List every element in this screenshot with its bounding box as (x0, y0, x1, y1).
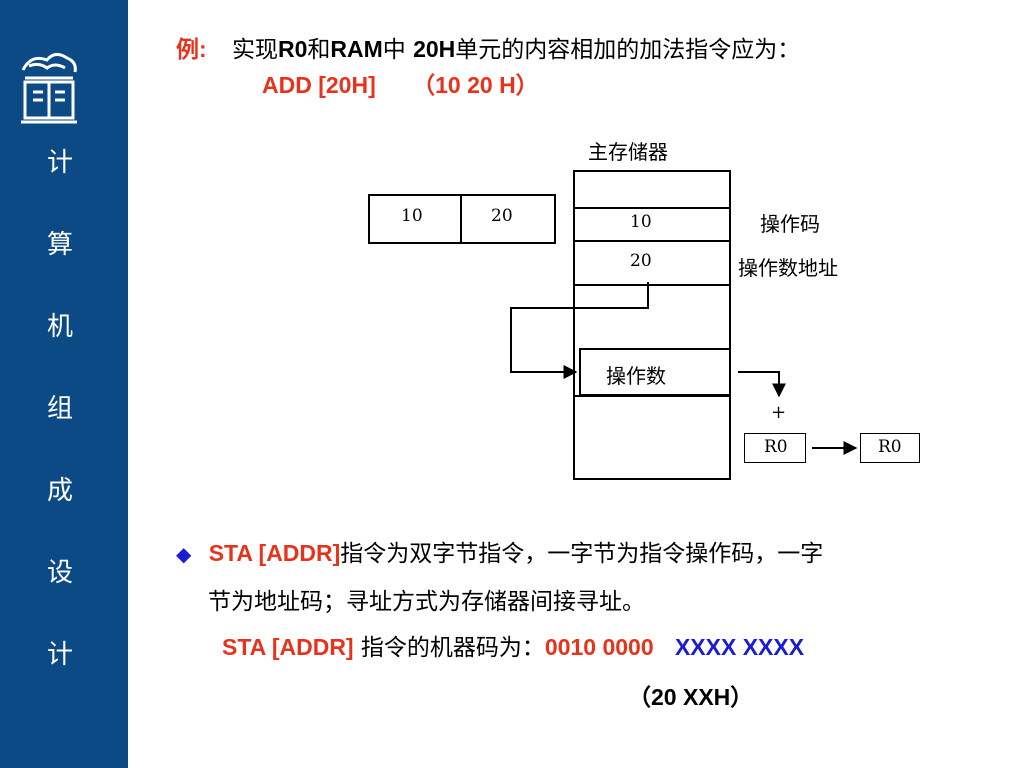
vertical-title: 计 算 机 组 成 设 计 (42, 142, 78, 716)
operand-address-label: 操作数地址 (738, 256, 838, 280)
sta-code-blue: XXXX XXXX (674, 634, 805, 660)
sidebar: 计 算 机 组 成 设 计 (0, 0, 128, 768)
plus-sign: + (771, 402, 787, 423)
sta-desc-2: 节为地址码；寻址方式为存储器间接寻址。 (208, 589, 645, 615)
memory-title: 主存储器 (588, 140, 668, 164)
register-r0-source (744, 433, 806, 463)
example-text-1: 实现 (231, 37, 278, 63)
add-instruction: ADD [20H] (262, 72, 376, 98)
title-char: 成 (46, 476, 73, 506)
add-machine-code: （10 20 H） (412, 72, 539, 98)
sta-instr: STA [ADDR] (208, 540, 341, 566)
example-line: 例: 实现R0和RAM中 20H单元的内容相加的加法指令应为： (176, 30, 800, 64)
mem-divider (573, 395, 731, 397)
sta-line3-text: 指令的机器码为： (353, 635, 545, 661)
operand-to-adder-arrow (738, 371, 786, 398)
example-text-6: 20H (413, 36, 456, 62)
register-r0-dest (860, 433, 920, 463)
mem-divider (573, 284, 731, 286)
mem-addr-value: 20 (630, 251, 652, 271)
diamond-bullet-icon: ◆ (176, 542, 192, 566)
title-char: 计 (46, 640, 73, 670)
instr-opcode-value: 10 (401, 206, 423, 226)
register-r0-source-label: R0 (764, 437, 788, 457)
mem-divider (573, 207, 731, 209)
example-text-4: RAM (330, 36, 383, 62)
instruction-line: ADD [20H] （10 20 H） (262, 66, 539, 100)
title-char: 计 (46, 148, 73, 178)
opcode-label: 操作码 (760, 212, 820, 236)
example-text-3: 和 (307, 37, 331, 63)
sta-line-2: 节为地址码；寻址方式为存储器间接寻址。 (208, 582, 645, 616)
operand-label: 操作数 (606, 364, 666, 388)
example-text-2: R0 (277, 36, 308, 62)
sta-desc-1: 指令为双字节指令，一字节为指令操作码，一字 (340, 541, 824, 567)
title-char: 设 (46, 558, 73, 588)
title-char: 算 (46, 230, 73, 260)
example-label: 例: (176, 36, 207, 62)
operand-cell (579, 348, 731, 396)
dragon-book-emblem-icon (21, 53, 77, 124)
instr-addr-cell (460, 194, 556, 244)
indirect-address-arrow (510, 282, 649, 379)
sta-line-3: STA [ADDR] 指令的机器码为：0010 0000 XXXX XXXX (222, 628, 804, 662)
sta-code-red: 0010 0000 (544, 634, 654, 660)
sta-code-hex: （20 XXH） (628, 684, 754, 710)
instr-addr-value: 20 (491, 206, 513, 226)
register-r0-dest-label: R0 (878, 437, 902, 457)
mem-divider (573, 240, 731, 242)
memory-block (573, 170, 731, 480)
title-char: 组 (46, 394, 73, 424)
sta-line-1: ◆ STA [ADDR]指令为双字节指令，一字节为指令操作码，一字 (176, 534, 823, 568)
title-char: 机 (46, 312, 73, 342)
mem-opcode-value: 10 (630, 212, 652, 232)
sta-line3-instr: STA [ADDR] (222, 634, 354, 660)
example-text-7: 单元的内容相加的加法指令应为： (455, 37, 801, 63)
example-text-5: 中 (382, 37, 414, 63)
